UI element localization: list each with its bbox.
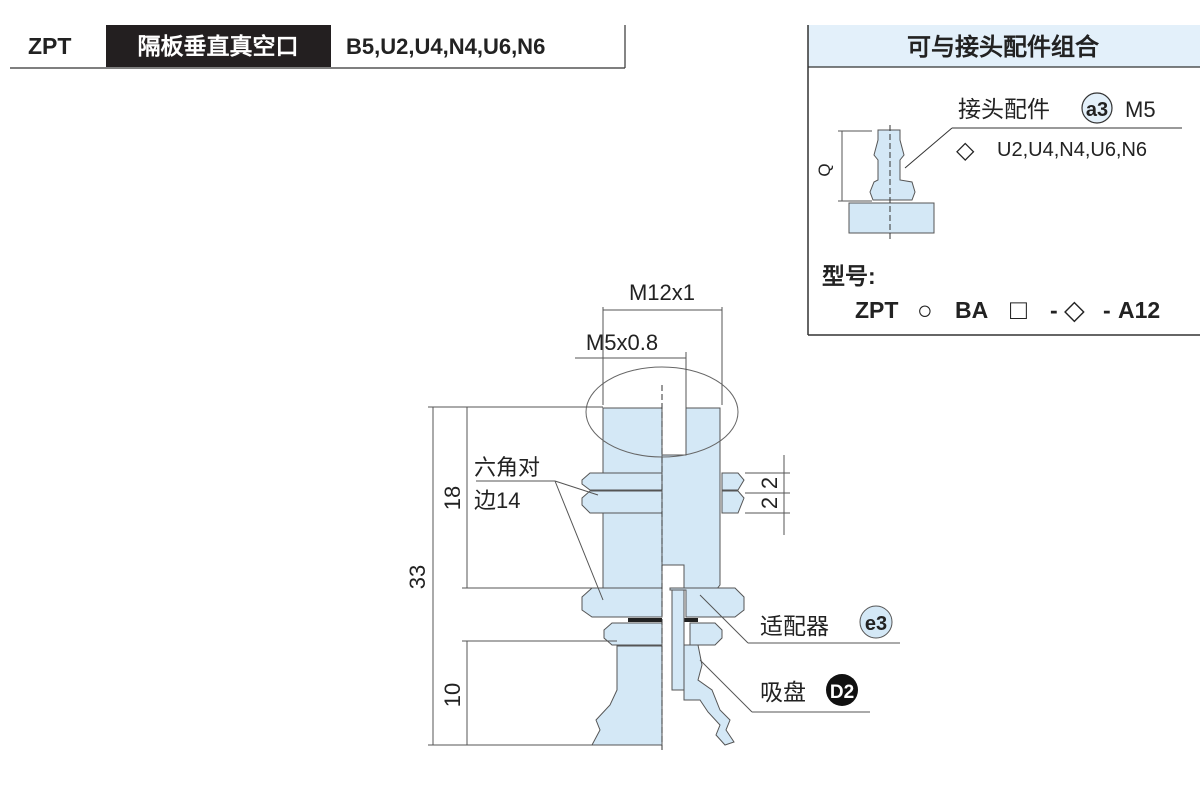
pad-badge-circle — [826, 674, 858, 706]
hex-label-line2: 边14 — [474, 488, 520, 513]
series-label: ZPT — [28, 33, 71, 59]
dim-body: 18 — [440, 486, 465, 510]
fitting-illustration — [838, 125, 1182, 240]
header: ZPT 隔板垂直真空口 B5,U2,U4,N4,U6,N6 — [10, 25, 626, 69]
combo-panel-title: 可与接头配件组合 — [907, 33, 1100, 61]
adapter-label: 适配器 — [760, 613, 829, 639]
fitting-badge: a3 — [1086, 99, 1108, 121]
diamond-icon: ◇ — [956, 137, 975, 164]
model-prefix: ZPT — [855, 297, 898, 323]
pad-label: 吸盘 — [760, 679, 806, 705]
dim-pad: 10 — [440, 683, 465, 707]
vacuum-pad-drawing — [428, 307, 900, 750]
model-code: ZPT ○ BA □ - ◇ - A12 — [855, 294, 1160, 325]
q-dimension-label: Q — [815, 163, 834, 176]
fitting-label: 接头配件 — [958, 96, 1050, 122]
dim-inner-thread: M5x0.8 — [586, 330, 658, 355]
model-suffix: A12 — [1118, 297, 1160, 323]
dim-nut-2: 2 — [757, 497, 782, 509]
type-label: 隔板垂直真空口 — [138, 33, 299, 59]
square-placeholder-icon: □ — [1010, 294, 1027, 325]
model-dash-2: - — [1103, 297, 1111, 323]
diamond-placeholder-icon: ◇ — [1064, 295, 1085, 325]
adapter-badge: e3 — [865, 613, 887, 635]
circle-placeholder-icon: ○ — [917, 295, 933, 325]
fitting-thread: M5 — [1125, 97, 1156, 122]
hex-label-line1: 六角对 — [474, 455, 540, 480]
model-mid: BA — [955, 297, 988, 323]
type-label-box — [106, 25, 331, 67]
adapter-badge-circle — [859, 605, 893, 639]
pad-badge: D2 — [830, 682, 854, 703]
model-label: 型号: — [822, 263, 876, 289]
model-dash-1: - — [1050, 297, 1058, 323]
fitting-options: U2,U4,N4,U6,N6 — [997, 139, 1147, 161]
fitting-badge-circle — [1081, 92, 1113, 124]
dim-nut: 2 — [757, 477, 782, 489]
port-options: B5,U2,U4,N4,U6,N6 — [346, 34, 545, 59]
dim-outer-thread: M12x1 — [629, 280, 695, 305]
dim-total: 33 — [405, 565, 430, 589]
combo-panel: 可与接头配件组合 Q 接头配件 a3 M5 ◇ U2,U4,N4,U6,N6 型… — [807, 25, 1200, 336]
